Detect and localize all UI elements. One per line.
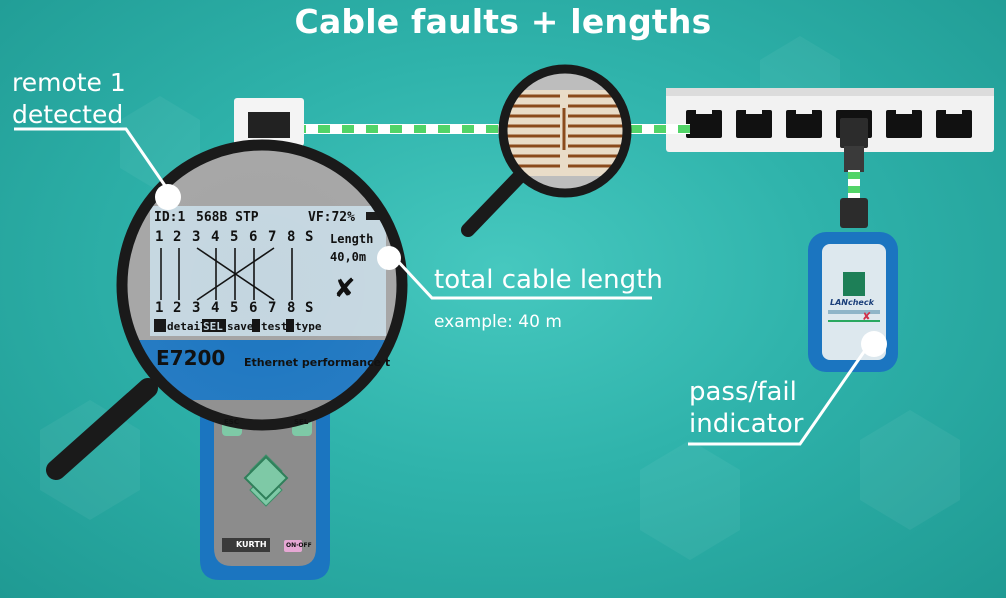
callout-lines	[14, 127, 870, 446]
menu-sel: SEL	[203, 320, 223, 333]
pin-top: 2	[173, 229, 182, 245]
pin-bottom: S	[305, 300, 314, 316]
pin-bottom: 7	[268, 300, 277, 316]
pin-bottom: 1	[155, 300, 164, 316]
tester-body	[200, 380, 330, 580]
menu-detail: detail	[167, 320, 207, 333]
pin-top: 8	[287, 229, 296, 245]
onoff-button-label: ON·OFF	[286, 542, 312, 549]
lcd-standard: 568B STP	[196, 210, 259, 225]
pin-top: 6	[249, 229, 258, 245]
menu-type: type	[295, 320, 322, 333]
callout-dots	[155, 184, 887, 357]
menu-save: save	[227, 320, 254, 333]
pin-bottom: 8	[287, 300, 296, 316]
passfail-label: pass/fail indicator	[689, 376, 803, 440]
remote-brand: LANcheck	[830, 298, 874, 307]
total-length-label: total cable length	[434, 265, 663, 295]
page-title: Cable faults + lengths	[294, 2, 712, 41]
tester-subtitle: Ethernet performance t	[244, 356, 391, 369]
lcd-length-label: Length	[330, 232, 374, 246]
remote-detected-line2: detected	[12, 100, 124, 129]
pin-top: 3	[192, 229, 201, 245]
small-magnifier	[461, 64, 632, 237]
sel-button-label: SEL	[294, 418, 309, 426]
lcd-id: ID:1	[154, 210, 186, 225]
pin-bottom: 2	[173, 300, 182, 316]
pin-top: 1	[155, 229, 164, 245]
menu-test: test	[261, 320, 288, 333]
pin-bottom: 4	[211, 300, 220, 316]
tester-model: E7200	[156, 346, 226, 370]
pin-top: 4	[211, 229, 220, 245]
esc-button-label: ESC	[224, 418, 239, 426]
remote-cable	[840, 146, 868, 228]
tester-brand: KURTH	[236, 540, 267, 549]
wall-jack	[234, 98, 304, 146]
remote-detected-line1: remote 1	[12, 68, 126, 97]
passfail-line2: indicator	[689, 409, 804, 439]
pin-bottom: 6	[249, 300, 258, 316]
passfail-line1: pass/fail	[689, 377, 797, 407]
fail-icon: ✘	[336, 270, 355, 305]
pin-top: 5	[230, 229, 239, 245]
pin-bottom: 3	[192, 300, 201, 316]
remote-detected-label: remote 1 detected	[12, 67, 126, 131]
remote-fail-icon: ✘	[862, 310, 872, 323]
pin-bottom: 5	[230, 300, 239, 316]
lcd-vf: VF:72%	[308, 210, 355, 225]
pin-top: S	[305, 229, 314, 245]
main-cable	[270, 124, 690, 134]
lcd-length-value: 40,0m	[330, 250, 367, 264]
pin-top: 7	[268, 229, 277, 245]
example-label: example: 40 m	[434, 312, 562, 332]
patch-panel	[666, 88, 994, 152]
